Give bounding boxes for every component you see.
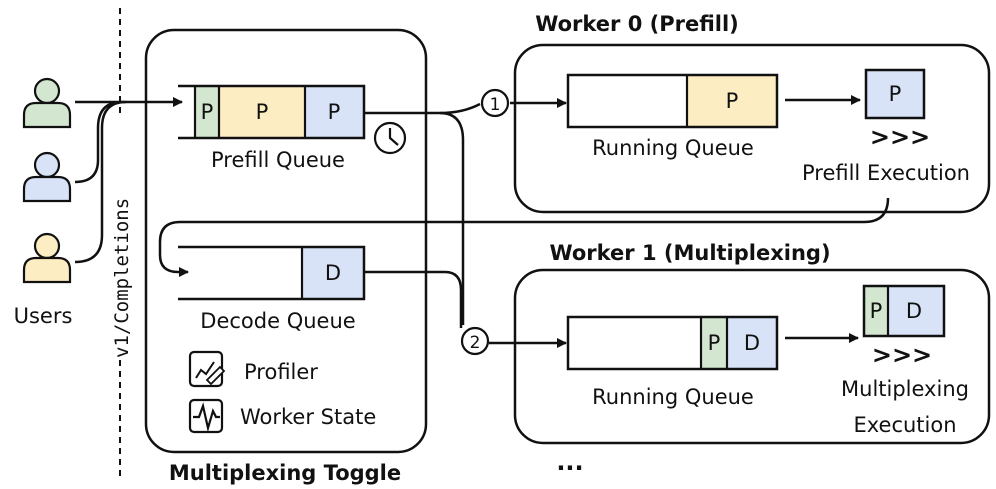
profiler-icon xyxy=(188,350,226,388)
prefill-queue-label: Prefill Queue xyxy=(211,148,345,172)
worker0-exec-token-label: P xyxy=(889,82,902,106)
user-green-icon xyxy=(22,77,72,129)
worker1-exec-label-line2: Execution xyxy=(853,413,956,437)
worker0-exec-token xyxy=(864,68,926,120)
worker0-queue-slot: P xyxy=(726,89,739,113)
route-to-worker1 xyxy=(439,111,567,348)
worker1-exec-token: D xyxy=(906,299,922,323)
marker-one: 1 xyxy=(480,88,510,118)
user-to-queue-lines xyxy=(74,97,183,264)
worker1-exec-arrows: >>> xyxy=(872,341,932,369)
multiplexing-toggle-title: Multiplexing Toggle xyxy=(169,461,401,485)
user-blue-icon xyxy=(22,151,72,203)
worker1-exec-tokens xyxy=(862,284,946,338)
decode-to-worker1 xyxy=(364,270,463,328)
worker1-exec-token: P xyxy=(870,299,883,323)
worker0-title: Worker 0 (Prefill) xyxy=(535,12,739,36)
worker0-box xyxy=(513,43,991,214)
users-label: Users xyxy=(14,304,73,328)
svg-text:2: 2 xyxy=(470,333,481,353)
more-workers-ellipsis: ... xyxy=(556,448,583,476)
worker0-to-decode-loop xyxy=(158,197,890,277)
worker1-queue-slot: P xyxy=(708,331,721,355)
multiplexing-toggle-box xyxy=(144,28,428,454)
prefill-queue-slot: P xyxy=(256,100,269,124)
marker-two: 2 xyxy=(460,326,490,356)
profiler-label: Profiler xyxy=(244,360,318,384)
worker-state-label: Worker State xyxy=(240,405,376,429)
prefill-queue xyxy=(178,84,366,140)
route-to-worker0 xyxy=(364,98,567,115)
svg-text:1: 1 xyxy=(490,95,501,115)
worker0-running-queue-label: Running Queue xyxy=(592,136,754,160)
decode-queue-label: Decode Queue xyxy=(200,309,355,333)
worker1-exec-label-line1: Multiplexing xyxy=(841,377,969,401)
prefill-queue-slot: P xyxy=(328,100,341,124)
worker0-running-queue xyxy=(566,73,779,129)
worker1-box xyxy=(513,268,991,445)
prefill-queue-slot: P xyxy=(201,100,214,124)
user-yellow-icon xyxy=(22,232,72,284)
worker0-exec-label: Prefill Execution xyxy=(802,161,970,185)
worker1-running-queue xyxy=(566,315,779,371)
worker1-running-queue-label: Running Queue xyxy=(592,385,754,409)
worker1-queue-slot: D xyxy=(744,331,760,355)
worker-state-icon xyxy=(188,398,224,434)
worker0-exec-arrows: >>> xyxy=(870,123,930,151)
endpoint-label: v1/Completions xyxy=(111,198,133,358)
decode-queue-slot: D xyxy=(325,261,341,285)
clock-icon xyxy=(373,121,407,155)
endpoint-label-bg xyxy=(110,118,132,358)
worker1-title: Worker 1 (Multiplexing) xyxy=(549,241,830,265)
